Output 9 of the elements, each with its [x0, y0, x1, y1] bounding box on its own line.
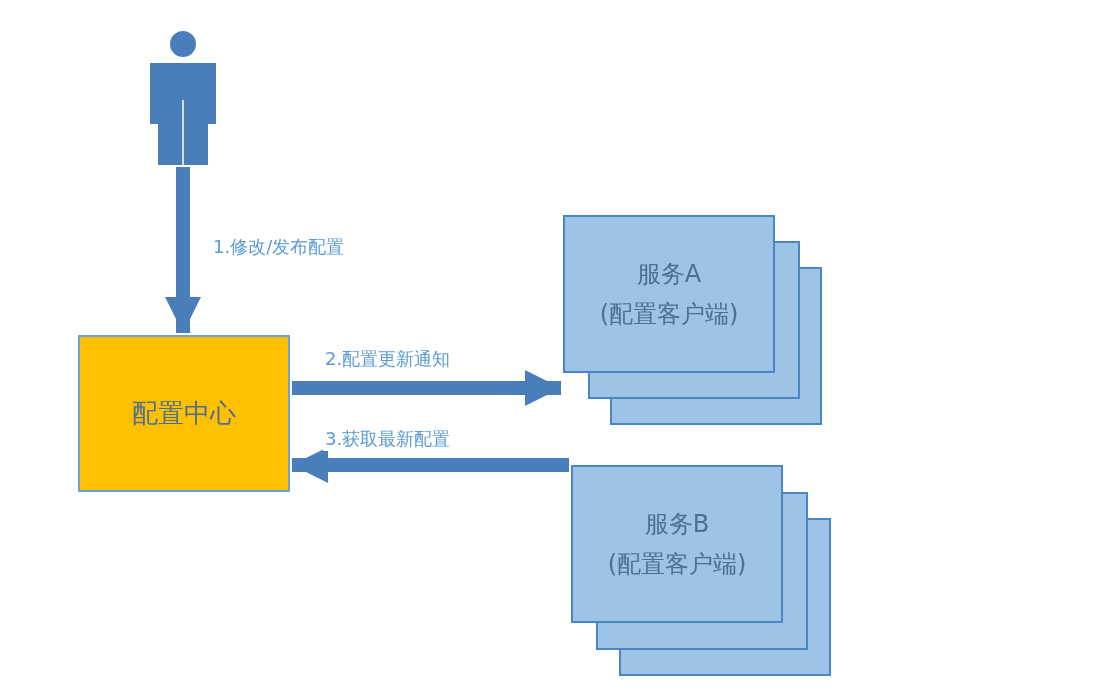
arrow [164, 167, 202, 333]
stacked-boxes [571, 465, 832, 678]
edge-label: 3.获取最新配置 [323, 427, 453, 451]
box-label: 服务A (配置客户端) [598, 259, 740, 330]
person-figure [148, 30, 218, 165]
box-label: 服务B (配置客户端) [606, 509, 748, 580]
arrow [292, 369, 561, 407]
stacked-boxes [563, 215, 823, 426]
process-box: 配置中心 [78, 335, 290, 492]
